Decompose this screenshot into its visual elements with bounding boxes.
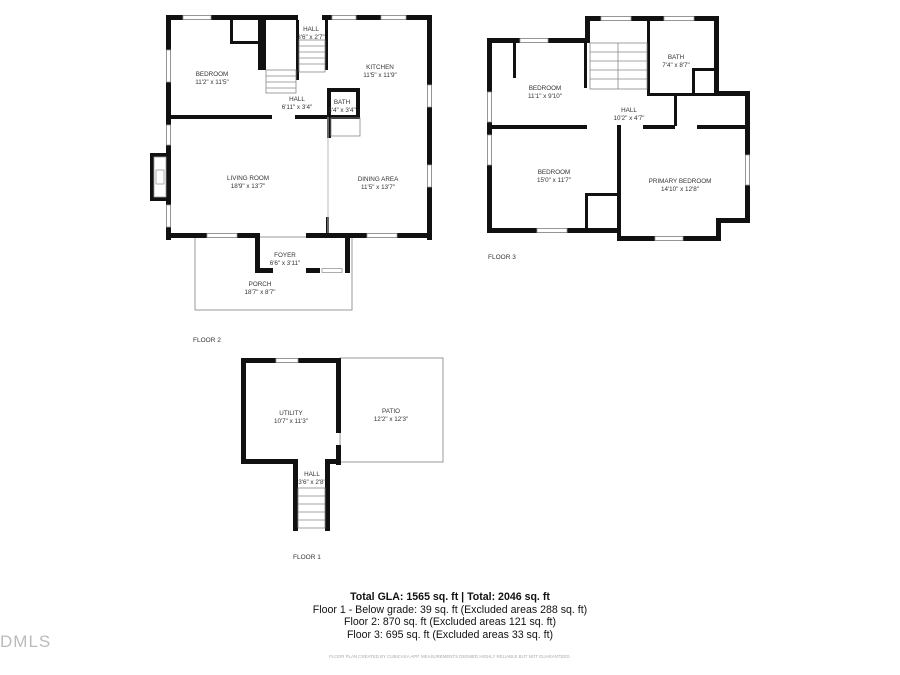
room-labels-floor-1: UTILITY 10'7" x 11'3" PATIO 12'2" x 12'3…	[274, 408, 408, 561]
mls-logo: DMLS	[0, 632, 52, 651]
room-dimensions: 14'10" x 12'8"	[661, 186, 699, 193]
porch-outline	[194, 236, 353, 311]
floor-1-plan: UTILITY 10'7" x 11'3" PATIO 12'2" x 12'3…	[241, 357, 444, 561]
window	[275, 358, 299, 363]
staircase-floor-2	[265, 39, 361, 137]
room-name: PATIO	[382, 408, 400, 415]
room-name: LIVING ROOM	[227, 175, 269, 182]
room-name: HALL	[621, 107, 637, 114]
room-dimensions: 18'9" x 13'7"	[231, 183, 266, 190]
room-name: HALL	[304, 471, 320, 478]
staircase-floor-3	[589, 42, 648, 90]
staircase-floor-1	[297, 487, 326, 529]
room-name: UTILITY	[279, 410, 303, 417]
room-name: HALL	[289, 96, 305, 103]
room-dimensions: 10'7" x 11'3"	[274, 418, 308, 425]
room-dimensions: 15'0" x 11'7"	[537, 177, 571, 184]
floor-2-plan: BEDROOM 11'2" x 11'5" HALL 3'6" x 2'7" K…	[150, 15, 432, 344]
total-area: Total GLA: 1565 sq. ft | Total: 2046 sq.…	[350, 591, 550, 603]
room-name: FOYER	[274, 252, 296, 259]
room-dimensions: 12'2" x 12'3"	[374, 416, 409, 423]
room-dimensions: 3'6" x 2'7"	[297, 34, 325, 41]
fireplace	[153, 156, 167, 198]
room-dimensions: 10'2" x 4'7"	[613, 115, 644, 122]
room-dimensions: 3'6" x 2'8"	[298, 479, 326, 486]
floor-3-plan: BEDROOM 11'1" x 9'10" BATH 7'4" x 8'7" H…	[487, 16, 750, 261]
room-dimensions: 6'11" x 3'4"	[282, 104, 313, 111]
room-dimensions: 3'4" x 3'4"	[328, 107, 356, 114]
floor-1-area: Floor 1 - Below grade: 39 sq. ft (Exclud…	[312, 603, 588, 616]
floor-2-area: Floor 2: 870 sq. ft (Excluded areas 121 …	[344, 616, 556, 628]
room-name: PORCH	[249, 281, 272, 288]
room-dimensions: 11'2" x 11'5"	[195, 79, 229, 86]
floor-3-walls	[487, 16, 750, 241]
room-name: BATH	[334, 99, 351, 106]
disclaimer: FLOOR PLAN CREATED BY CUBICASA APP. MEAS…	[329, 654, 571, 659]
windows-floor-2	[166, 15, 432, 273]
room-labels-floor-3: BEDROOM 11'1" x 9'10" BATH 7'4" x 8'7" H…	[488, 54, 711, 261]
floor-label: FLOOR 3	[488, 254, 516, 261]
floor-label: FLOOR 2	[193, 337, 221, 344]
room-name: BATH	[668, 54, 685, 61]
windows-floor-3	[487, 16, 750, 241]
room-name: BEDROOM	[196, 71, 229, 78]
room-dimensions: 11'5" x 13'7"	[361, 184, 395, 191]
room-dimensions: 6'6" x 3'11"	[270, 260, 301, 267]
room-name: BEDROOM	[538, 169, 571, 176]
room-name: BEDROOM	[529, 85, 562, 92]
room-name: PRIMARY BEDROOM	[649, 178, 712, 185]
room-name: DINING AREA	[358, 176, 399, 183]
floor-label: FLOOR 1	[293, 554, 321, 561]
room-dimensions: 11'5" x 11'9"	[363, 72, 397, 79]
room-name: HALL	[303, 26, 319, 33]
floor-1-walls	[241, 358, 341, 531]
area-summary: Total GLA: 1565 sq. ft | Total: 2046 sq.…	[0, 591, 900, 641]
floor-3-area: Floor 3: 695 sq. ft (Excluded areas 33 s…	[346, 628, 554, 641]
room-dimensions: 18'7" x 8'7"	[244, 289, 275, 296]
room-dimensions: 11'1" x 9'10"	[528, 93, 562, 100]
room-dimensions: 7'4" x 8'7"	[662, 62, 690, 69]
room-name: KITCHEN	[366, 64, 394, 71]
room-labels-floor-2: BEDROOM 11'2" x 11'5" HALL 3'6" x 2'7" K…	[193, 26, 399, 344]
